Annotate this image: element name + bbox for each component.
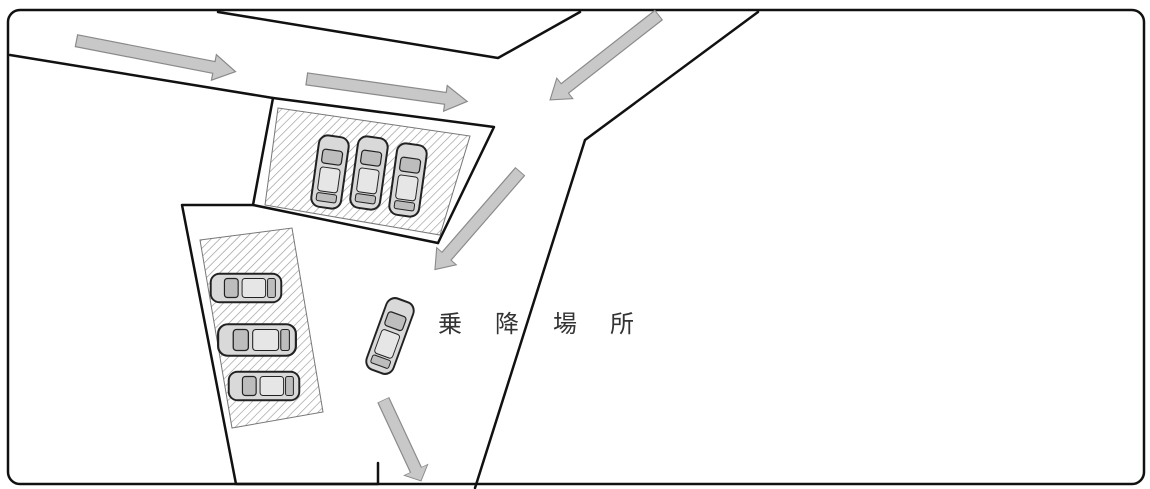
road-edge-left	[8, 53, 496, 245]
pickup-area-label-char-2: 降	[495, 310, 519, 338]
island-outline	[180, 96, 380, 486]
pickup-area-label-char-3: 場	[553, 310, 577, 338]
pickup-area-label-char-1: 乗	[438, 310, 462, 338]
car-lower-1	[209, 272, 283, 304]
pickup-area-label-char-4: 所	[610, 310, 634, 338]
road-edges	[8, 10, 760, 489]
island-edge-bottom	[251, 203, 440, 245]
road-edge-right	[473, 10, 760, 489]
car-lower-2	[217, 323, 297, 357]
car-lower-3	[227, 370, 301, 402]
road-edge-top	[216, 10, 582, 60]
